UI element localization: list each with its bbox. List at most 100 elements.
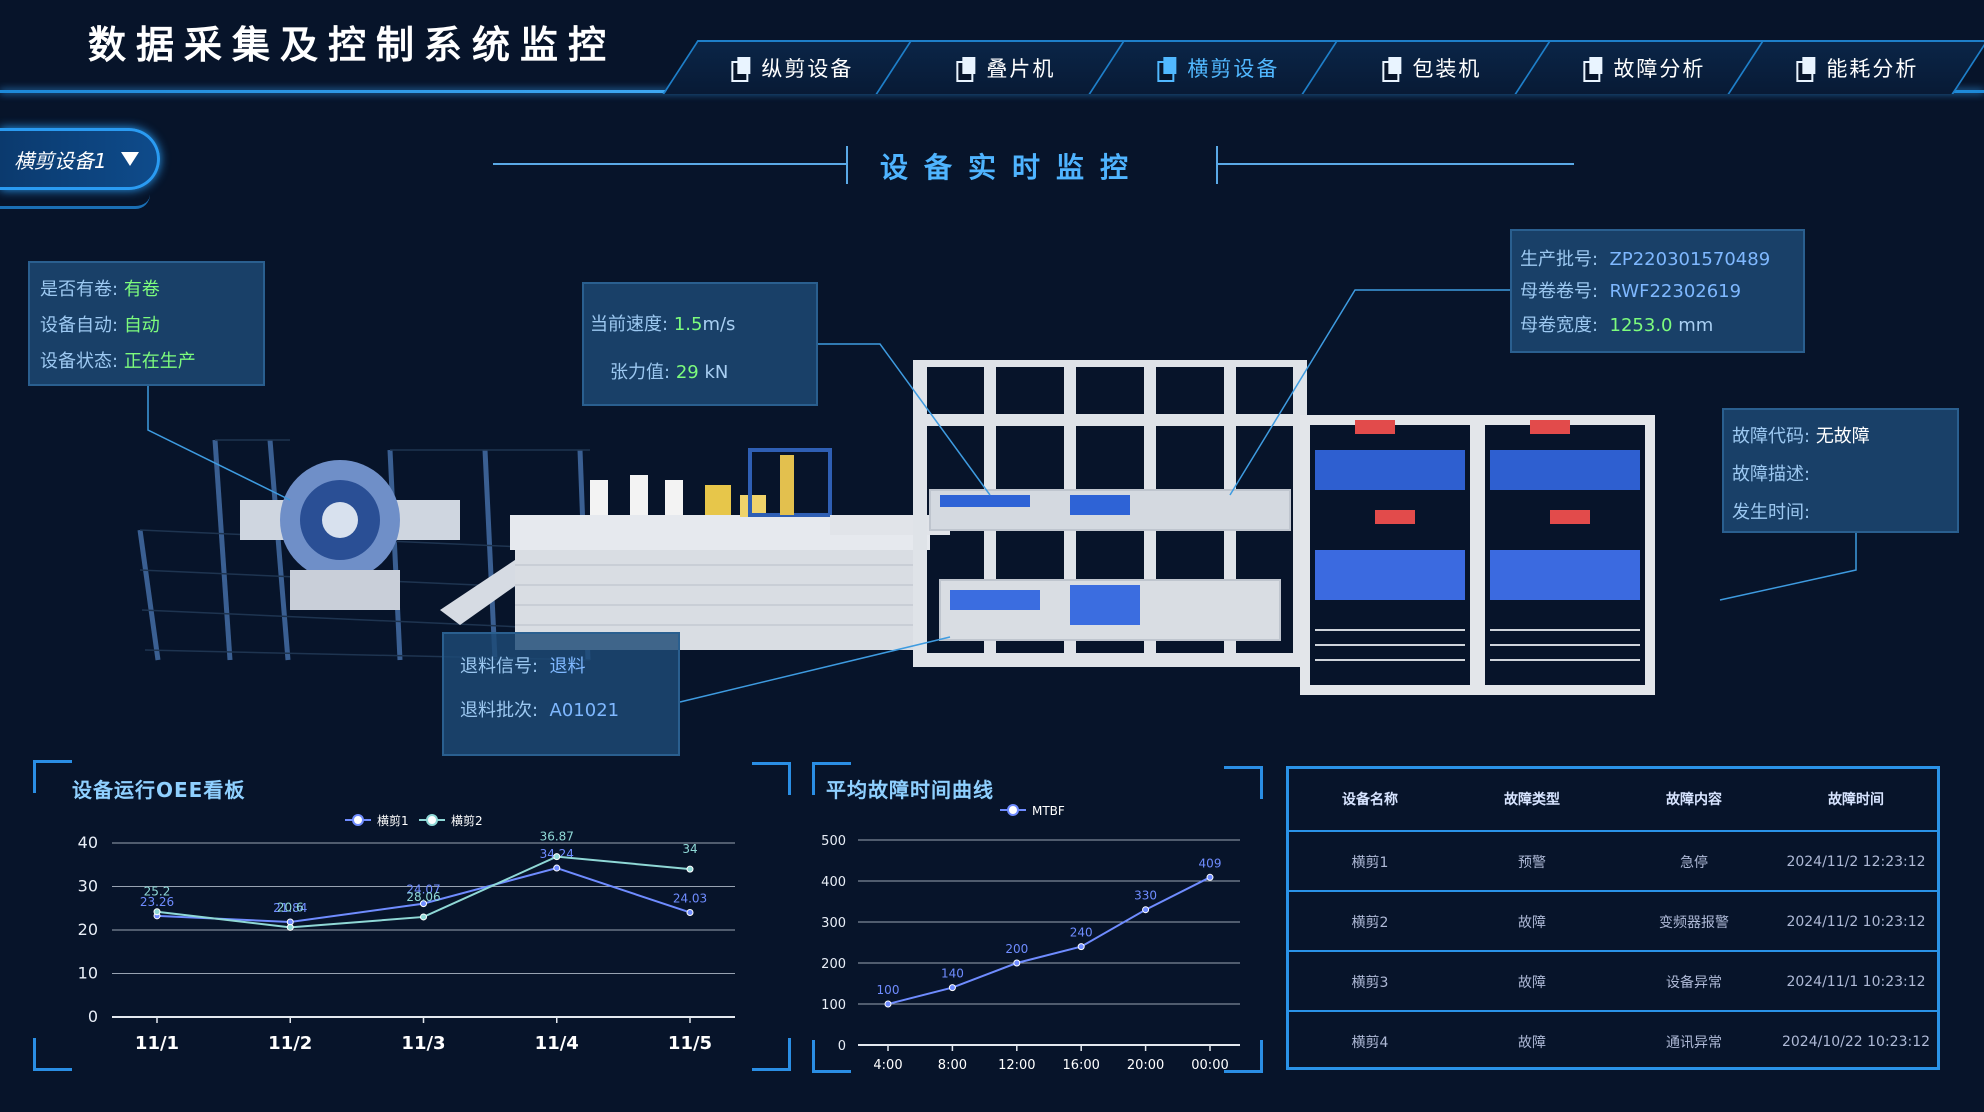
cell-time: 2024/10/22 10:23:12 [1781, 1034, 1931, 1050]
data-label: 34 [682, 842, 697, 856]
x-tick-label: 8:00 [938, 1058, 967, 1070]
mtbf-chart-title: 平均故障时间曲线 [826, 778, 994, 802]
table-row[interactable]: 横剪2 故障 变频器报警 2024/11/2 10:23:12 [1289, 892, 1937, 952]
y-tick-label: 10 [78, 964, 98, 983]
y-tick-label: 20 [78, 920, 98, 939]
legend-marker [426, 814, 438, 826]
mother-roll-label: 母卷卷号: [1520, 281, 1599, 302]
chart-bracket [1224, 766, 1263, 799]
section-line-right [1218, 163, 1574, 165]
x-tick-label: 20:00 [1127, 1058, 1164, 1070]
section-tick-right [1216, 146, 1218, 184]
table-row[interactable]: 横剪1 预警 急停 2024/11/2 12:23:12 [1289, 832, 1937, 892]
cell-type: 故障 [1518, 1035, 1546, 1051]
y-tick-label: 100 [821, 998, 846, 1013]
cell-content: 通讯异常 [1666, 1035, 1722, 1051]
table-header-row: 设备名称 故障类型 故障内容 故障时间 [1289, 769, 1937, 829]
y-tick-label: 500 [821, 834, 846, 849]
x-tick-label: 00:00 [1191, 1058, 1228, 1070]
chart-bracket [752, 1038, 791, 1071]
batch-panel: 生产批号: ZP220301570489 母卷卷号: RWF22302619 母… [1510, 229, 1805, 353]
chart-bracket [33, 1038, 72, 1071]
section-title: 设备实时监控 [880, 151, 1145, 184]
data-label: 330 [1134, 889, 1157, 903]
y-tick-label: 300 [821, 916, 846, 931]
device-status-value: 正在生产 [123, 351, 196, 372]
y-tick-label: 200 [821, 957, 846, 972]
table-divider [1289, 1010, 1937, 1012]
col-header-time: 故障时间 [1828, 792, 1884, 808]
table-divider [1289, 830, 1937, 832]
page-title: 数据采集及控制系统监控 [88, 23, 617, 67]
table-row[interactable]: 横剪4 故障 通讯异常 2024/10/22 10:23:12 [1289, 1012, 1937, 1072]
table-divider [1289, 950, 1937, 952]
auto-mode-label: 设备自动: [40, 315, 119, 336]
col-header-device: 设备名称 [1342, 792, 1398, 808]
speed-unit: m/s [702, 314, 736, 335]
table-divider [1289, 890, 1937, 892]
device-selector-value: 横剪设备1 [14, 148, 107, 173]
chart-bracket [812, 762, 851, 795]
tension-label: 张力值: [610, 362, 671, 383]
cell-device: 横剪4 [1351, 1035, 1389, 1051]
device-selector[interactable]: 横剪设备1 [0, 128, 160, 190]
y-tick-label: 40 [78, 833, 98, 852]
data-label: 100 [877, 983, 900, 997]
data-point [420, 913, 427, 921]
return-signal-value: 退料 [549, 656, 586, 677]
data-point [1142, 906, 1150, 914]
data-label: 25.2 [144, 885, 171, 899]
x-tick-label: 11/5 [668, 1033, 712, 1054]
stacking-stations [1300, 415, 1655, 695]
data-point [1077, 943, 1085, 951]
cell-type: 故障 [1518, 915, 1546, 931]
return-batch-label: 退料批次: [460, 700, 539, 721]
data-label: 36.87 [540, 830, 574, 844]
cell-device: 横剪3 [1351, 975, 1389, 991]
y-tick-label: 400 [821, 875, 846, 890]
legend-label: MTBF [1032, 804, 1065, 818]
fault-record-table: 设备名称 故障类型 故障内容 故障时间 横剪1 预警 急停 2024/11/2 … [1286, 766, 1940, 1070]
legend-label: 横剪2 [451, 813, 483, 828]
return-signal-label: 退料信号: [460, 656, 539, 677]
cell-time: 2024/11/2 12:23:12 [1786, 854, 1926, 870]
y-tick-label: 30 [78, 877, 98, 896]
tension-unit: kN [704, 362, 729, 383]
speed-label: 当前速度: [590, 314, 669, 335]
series-line-MTBF [887, 876, 1211, 1005]
data-label: 24.03 [673, 891, 707, 905]
data-point [686, 908, 694, 916]
batch-number-value: ZP220301570489 [1609, 249, 1771, 270]
chart-bracket [752, 762, 791, 795]
x-tick-label: 16:00 [1062, 1058, 1099, 1070]
cell-device: 横剪1 [1351, 855, 1389, 871]
x-tick-label: 12:00 [998, 1058, 1035, 1070]
data-label: 200 [1005, 942, 1028, 956]
speed-value: 1.5 [673, 314, 703, 335]
leveller [510, 448, 930, 650]
data-point [884, 1000, 892, 1008]
auto-mode-value: 自动 [123, 315, 160, 336]
caret-down-icon [120, 152, 139, 166]
chart-bracket [812, 1040, 851, 1073]
data-label: 409 [1199, 856, 1222, 870]
data-label: 28.06 [406, 890, 440, 904]
cell-content: 急停 [1680, 855, 1708, 871]
data-point [948, 984, 956, 992]
data-point [1206, 873, 1214, 881]
data-point [1013, 959, 1021, 967]
x-tick-label: 11/3 [401, 1033, 445, 1054]
table-row[interactable]: 横剪3 故障 设备异常 2024/11/1 10:23:12 [1289, 952, 1937, 1012]
roll-width-label: 母卷宽度: [1520, 315, 1599, 336]
fault-panel: 故障代码: 无故障 故障描述: 发生时间: [1722, 408, 1959, 533]
oee-chart-title: 设备运行OEE看板 [72, 778, 246, 802]
cell-time: 2024/11/2 10:23:12 [1786, 914, 1926, 930]
fault-time-label: 发生时间: [1732, 502, 1811, 523]
x-tick-label: 4:00 [873, 1058, 902, 1070]
data-label: 23.26 [140, 895, 174, 909]
roll-width-value: 1253.0 [1609, 315, 1673, 336]
fault-code-value: 无故障 [1815, 426, 1870, 447]
legend-marker [1007, 804, 1019, 816]
data-label: 20.6 [277, 900, 304, 914]
data-point [420, 900, 427, 908]
